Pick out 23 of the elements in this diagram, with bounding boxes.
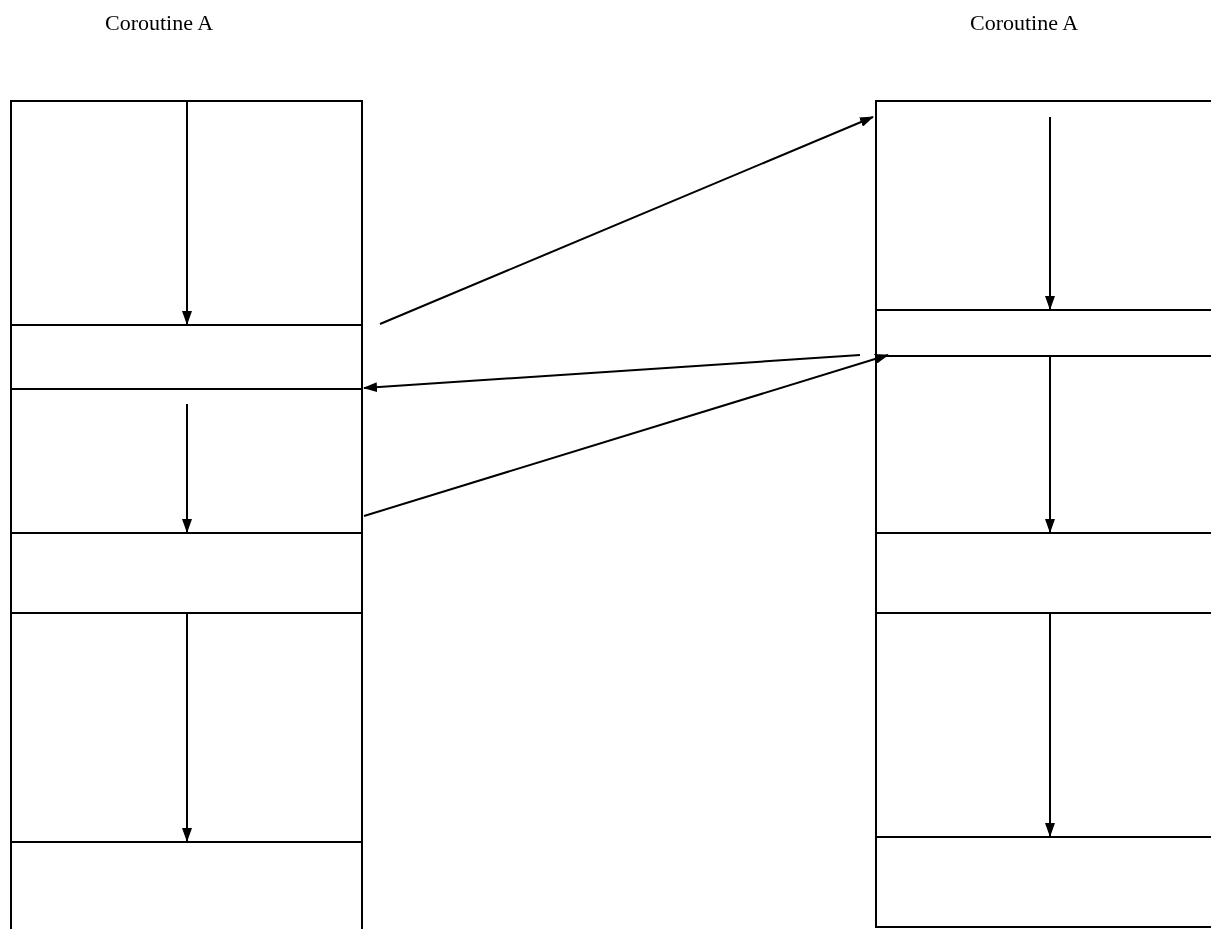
stack-frame bbox=[10, 612, 363, 841]
arrow bbox=[182, 403, 192, 533]
stack-frame bbox=[875, 836, 1211, 928]
arrow bbox=[182, 611, 192, 842]
column-heading: Coroutine A bbox=[970, 10, 1079, 36]
stack-frame bbox=[875, 612, 1211, 836]
arrow bbox=[363, 354, 861, 393]
arrow bbox=[182, 99, 192, 325]
stack-frame bbox=[10, 324, 363, 388]
stack-frame bbox=[875, 100, 1211, 309]
stack-frame bbox=[875, 532, 1211, 612]
arrow bbox=[1045, 611, 1055, 837]
stack-frame bbox=[10, 841, 363, 929]
stack-frame bbox=[875, 355, 1211, 532]
arrow bbox=[1045, 354, 1055, 533]
stack-frame bbox=[875, 309, 1211, 355]
arrow bbox=[379, 116, 874, 325]
arrow bbox=[1045, 116, 1055, 310]
stack-frame bbox=[10, 532, 363, 612]
stack-frame bbox=[10, 388, 363, 532]
arrow bbox=[363, 354, 889, 517]
column-heading: Coroutine A bbox=[105, 10, 214, 36]
stack-frame bbox=[10, 100, 363, 324]
